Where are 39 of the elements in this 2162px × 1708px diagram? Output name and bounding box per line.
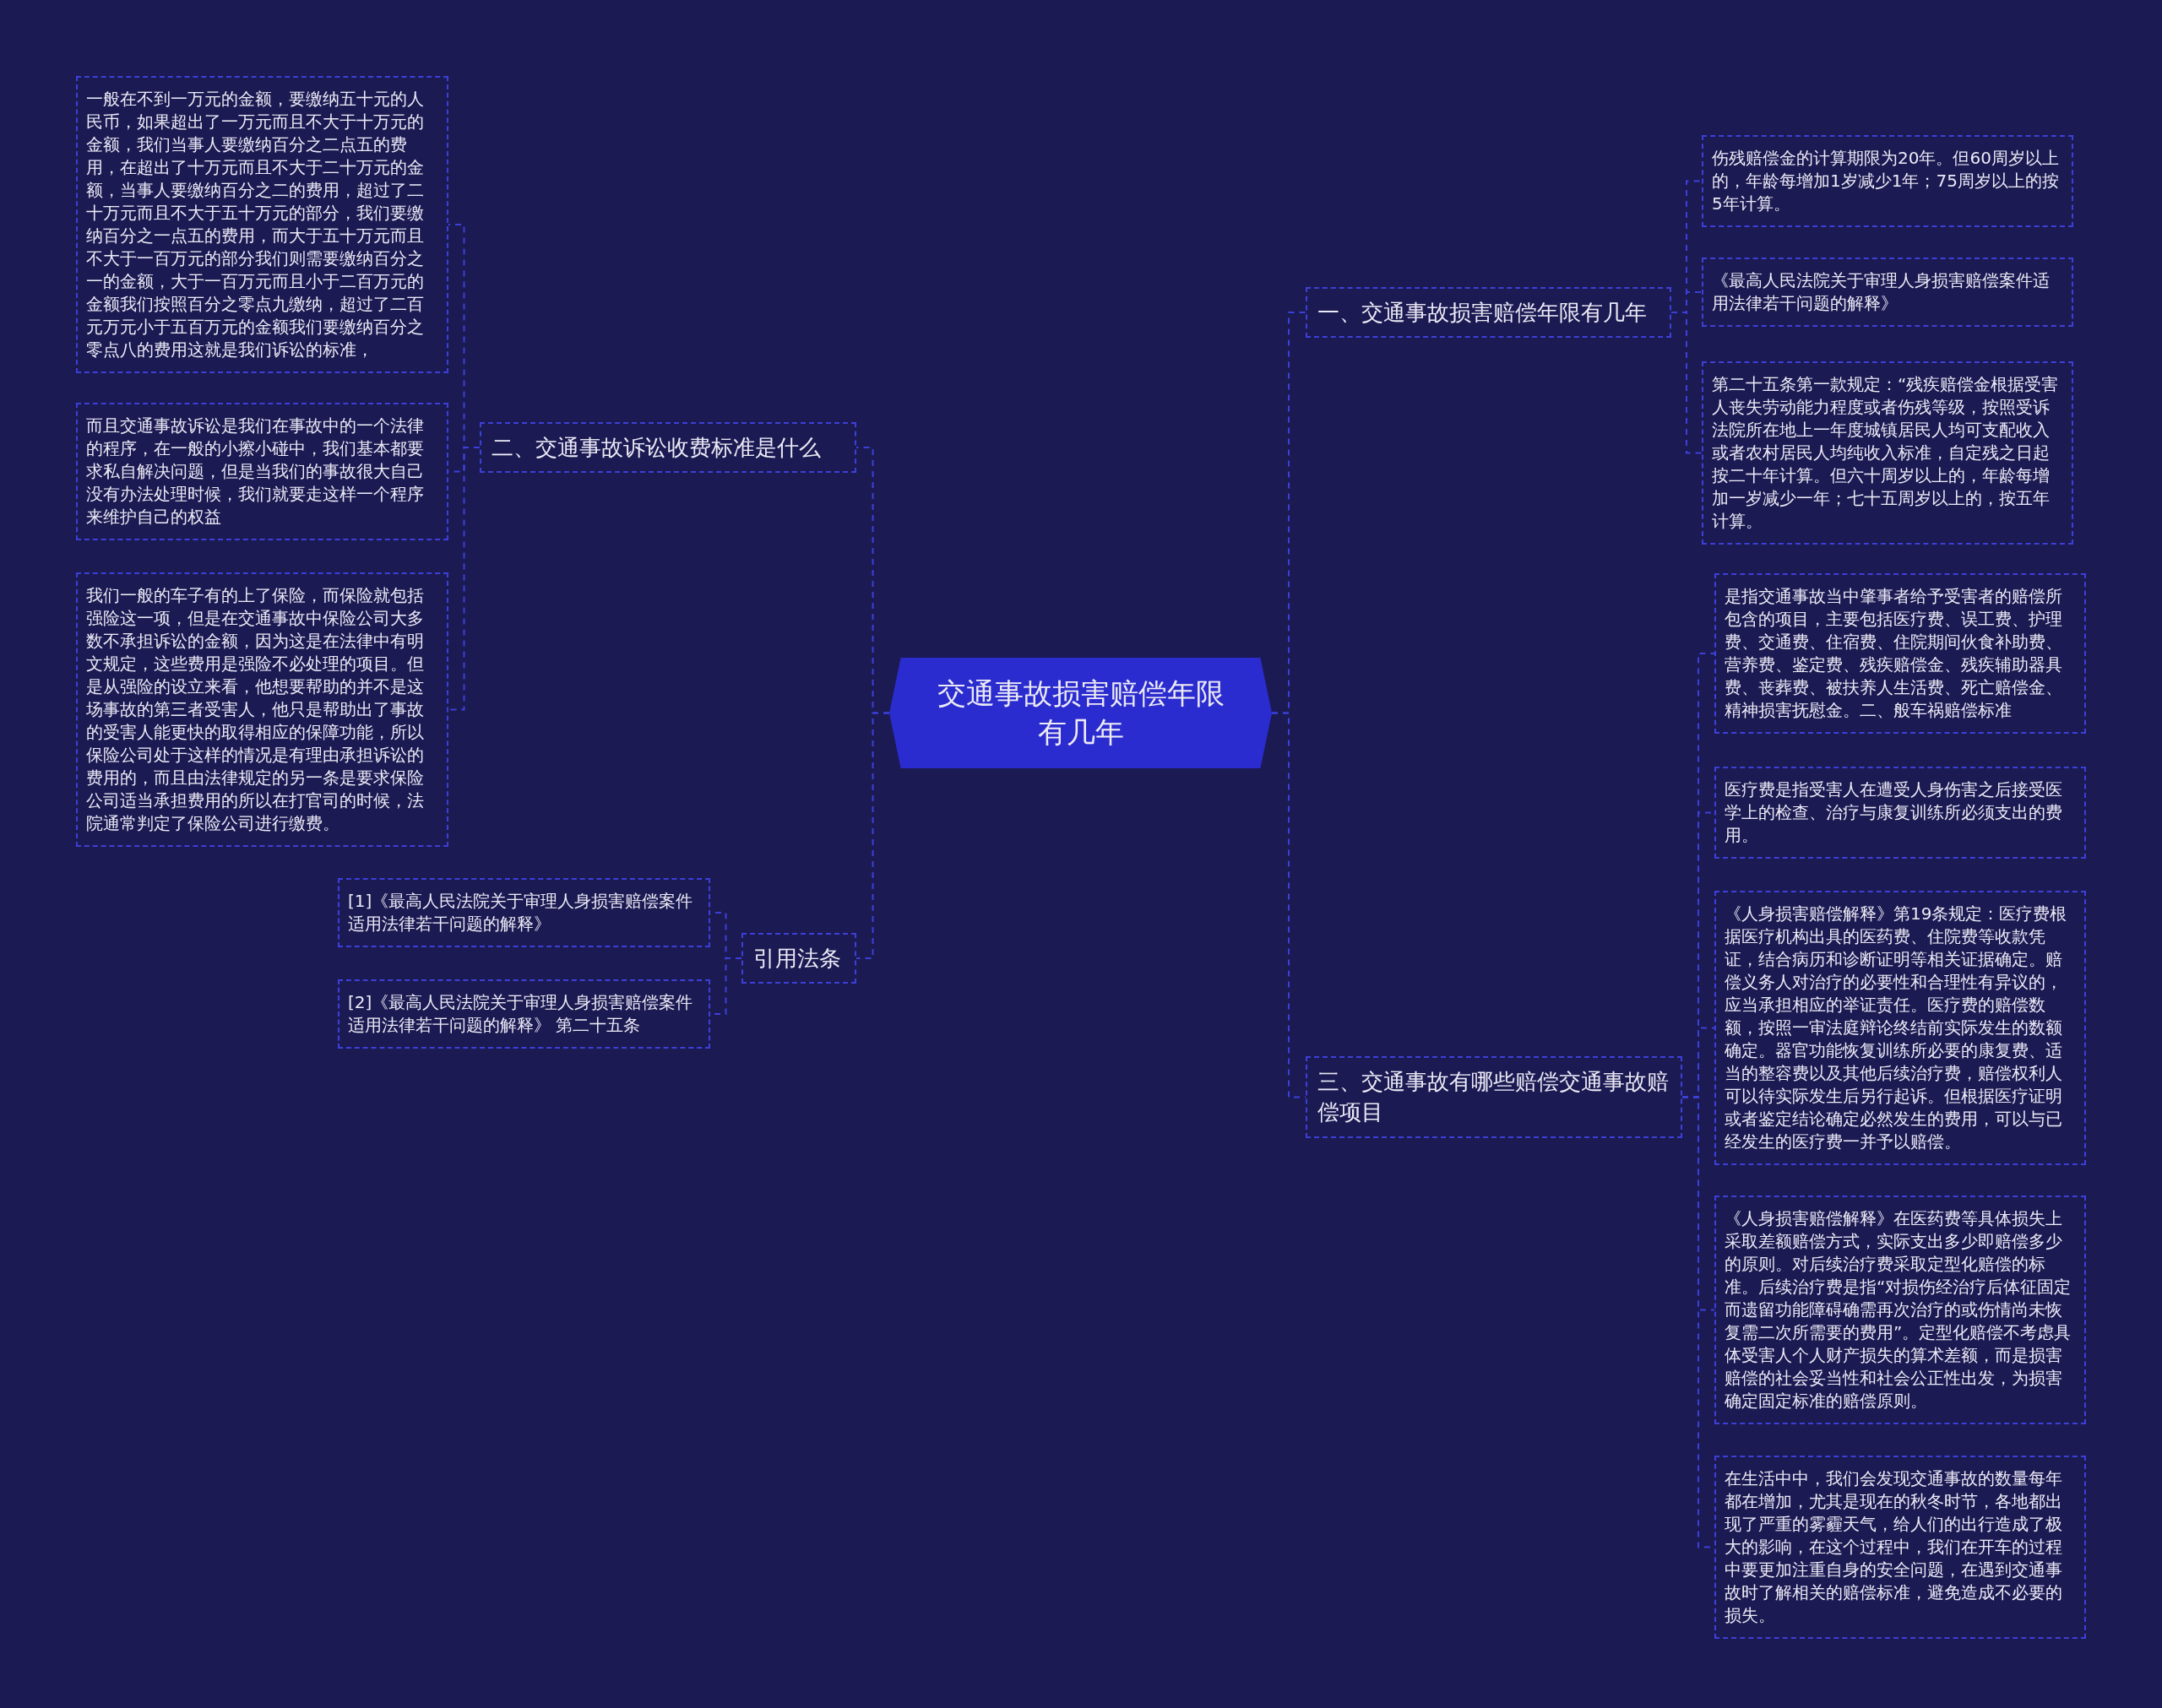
note-box: [1714, 1196, 2086, 1424]
note-text: 《人身损害赔偿解释》第19条规定：医疗费根据医疗机构出具的医药费、住院费等收款凭证，结合病历和诊断证明等相关证据确定。赔偿义务人对治疗的必要性和合理性有异议的，应当承担相应的举证责任。医疗费的赔偿数额，按照一审法庭辩论终结前实际发生的数额确定。器官功能恢复训练所必要的康复费、适当的整容费以及其他后续治疗费，赔偿权利人可以待实际发生后另行起诉。但根据医疗证明或者鉴定结论确定必然发生的费用，可以与已经发生的医疗费一并予以赔偿。: [1725, 903, 2068, 1153]
connector-line: [856, 712, 890, 959]
note-box: [1714, 767, 2086, 859]
branch-topic-text: 三、交通事故有哪些赔偿交通事故赔偿项目: [1317, 1068, 1670, 1127]
note-text: 我们一般的车子有的上了保险，而保险就包括强险这一项，但是在交通事故中保险公司大多数不承担诉讼的金额，因为这是在法律中有明文规定，这些费用是强险不必处理的项目。但是从强险的设立来看，他想要帮助的并不是这场事故的第三者受害人，他只是帮助出了事故的受害人能更快的取得相应的保障功能，所以保险公司处于这样的情况是有理由承担诉讼的费用的，而且由法律规定的另一条是要求保险公司适当承担费用的所以在打官司的时候，法院通常判定了保险公司进行缴费。: [86, 584, 425, 835]
note-text: 而且交通事故诉讼是我们在事故中的一个法律的程序，在一般的小擦小碰中，我们基本都要求私自解决问题，但是当我们的事故很大自己没有办法处理时候，我们就要走这样一个程序来维护自己的权益: [86, 415, 425, 529]
branch-topic-box: [741, 933, 856, 984]
note-text: 医疗费是指受害人在遭受人身伤害之后接受医学上的检查、治疗与康复训练所必须支出的费用。: [1725, 778, 2063, 847]
branch-topic-box: [480, 422, 856, 474]
branch-topic-text: 一、交通事故损害赔偿年限有几年: [1317, 299, 1648, 327]
connector-line: [1670, 312, 1703, 454]
connector-line: [1271, 712, 1306, 1098]
note-text: [1]《最高人民法院关于审理人身损害赔偿案件适用法律若干问题的解释》: [348, 890, 694, 935]
note-box: [76, 76, 448, 373]
note-text: 伤残赔偿金的计算期限为20年。但60周岁以上的，年龄每增加1岁减少1年；75周岁以上的按5年计算。: [1712, 147, 2060, 215]
note-text: 《人身损害赔偿解释》在医药费等具体损失上采取差额赔偿方式，实际支出多少即赔偿多少的原则。对后续治疗费采取定型化赔偿的标准。后续治疗费是指“对损伤经治疗后体征固定而遗留功能障碍确需再次治疗的或伤情尚未恢复需二次所需要的费用”。定型化赔偿不考虑具体受害人个人财产损失的算术差额，而是损害赔偿的社会妥当性和社会公正性出发，为损害确定固定标准的赔偿原则。: [1725, 1207, 2072, 1412]
note-text: 《最高人民法院关于审理人身损害赔偿案件适用法律若干问题的解释》: [1712, 269, 2051, 315]
note-text: 一般在不到一万元的金额，要缴纳五十元的人民币，如果超出了一万元而且不大于十万元的金额，我们当事人要缴纳百分之二点五的费用，在超出了十万元而且不大于二十万元的金额，当事人要缴纳百分之二的费用，超过了二十万元而且不大于五十万元的部分，我们要缴纳百分之一点五的费用，而大于五十万元而且不大于一百万元的部分我们则需要缴纳百分之一的金额，大于一百万元而且小于二百万元的金额我们按照百分之零点九缴纳，超过了二百元万元小于五百万元的金额我们要缴纳百分之零点八的费用这就是我们诉讼的标准，: [86, 88, 425, 361]
note-box: [1714, 891, 2086, 1165]
note-text: 是指交通事故当中肇事者给予受害者的赔偿所包含的项目，主要包括医疗费、误工费、护理费、交通费、住宿费、住院期间伙食补助费、营养费、鉴定费、残疾赔偿金、残疾辅助器具费、丧葬费、被扶养人生活费、死亡赔偿金、精神损害抚慰金。二、般车祸赔偿标准: [1725, 585, 2063, 722]
note-box: [338, 878, 710, 947]
note-box: [76, 403, 448, 540]
note-box: [1714, 1456, 2086, 1639]
note-box: [338, 979, 710, 1049]
note-box: [1702, 135, 2073, 227]
branch-topic-box: [1306, 1056, 1682, 1138]
note-box: [1702, 258, 2073, 327]
branch-topic-text: 引用法条: [753, 945, 842, 973]
central-topic-text: 交通事故损害赔偿年限有几年: [936, 675, 1225, 751]
note-text: 第二十五条第一款规定：“残疾赔偿金根据受害人丧失劳动能力程度或者伤残等级，按照受诉法院所在地上一年度城镇居民人均可支配收入或者农村居民人均纯收入标准，自定残之日起按二十年计算。但六十周岁以上的，年龄每增加一岁减少一年；七十五周岁以上的，按五年计算。: [1712, 373, 2060, 533]
note-box: [1714, 573, 2086, 734]
note-text: 在生活中中，我们会发现交通事故的数量每年都在增加，尤其是现在的秋冬时节，各地都出现了严重的雾霾天气，给人们的出行造成了极大的影响，在这个过程中，我们在开车的过程中要更加注重自身的安全问题，在遇到交通事故时了解相关的赔偿标准，避免造成不必要的损失。: [1725, 1467, 2063, 1627]
note-box: [1702, 361, 2073, 545]
central-topic: [889, 658, 1272, 768]
note-text: [2]《最高人民法院关于审理人身损害赔偿案件适用法律若干问题的解释》 第二十五条: [348, 991, 694, 1037]
branch-topic-text: 二、交通事故诉讼收费标准是什么: [492, 434, 822, 462]
note-box: [76, 572, 448, 847]
branch-topic-box: [1306, 287, 1671, 339]
